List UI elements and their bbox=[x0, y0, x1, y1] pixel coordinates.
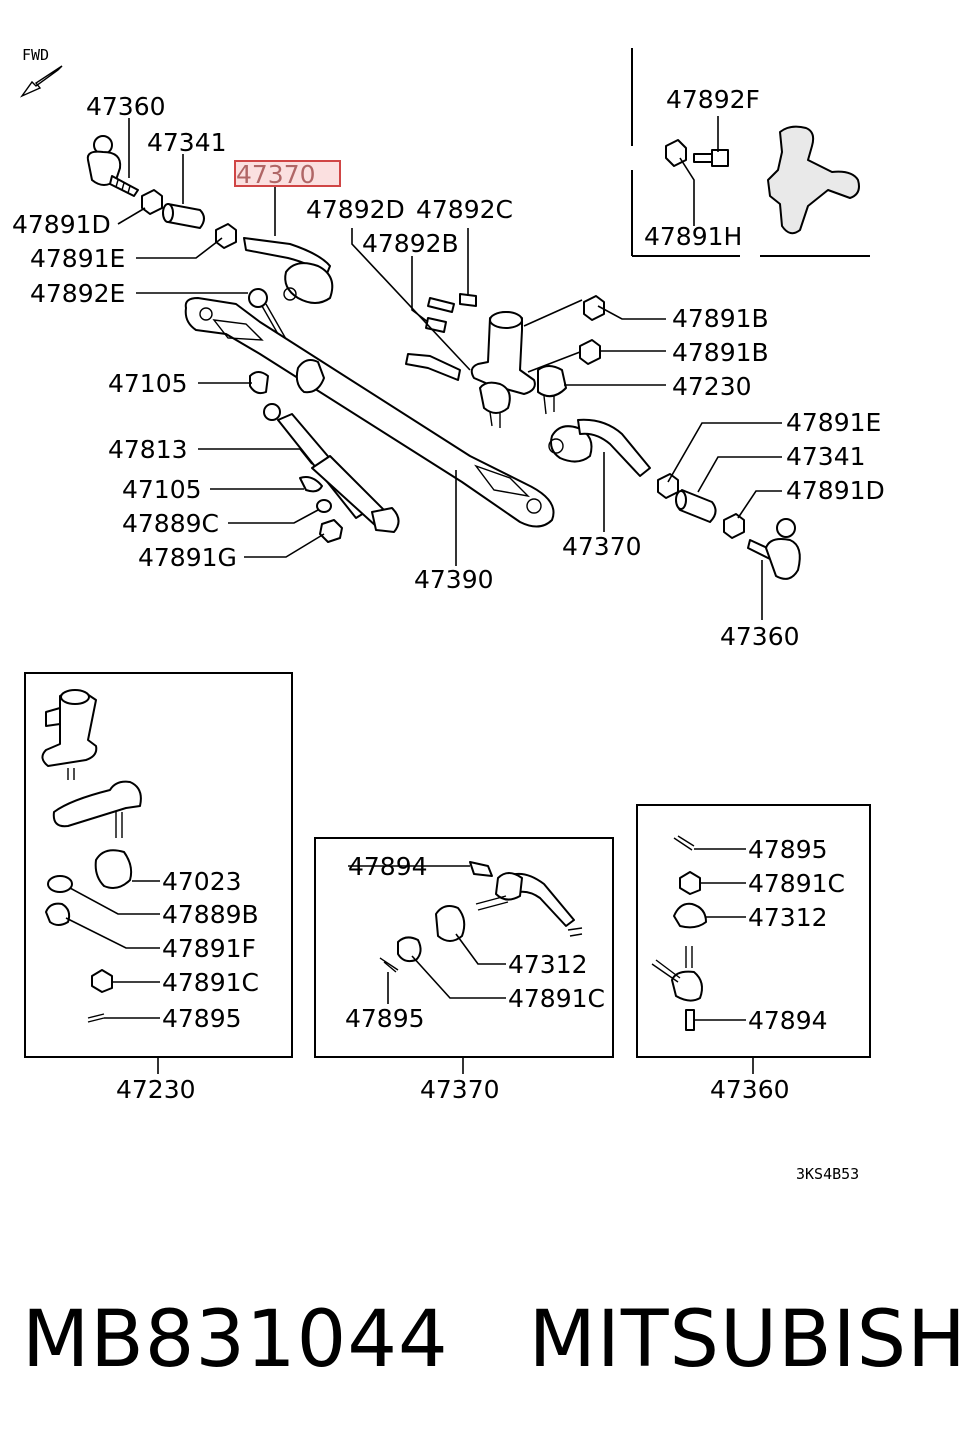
callout-47891D-right[interactable]: 47891D bbox=[786, 476, 885, 505]
callout-47892B[interactable]: 47892B bbox=[362, 229, 459, 258]
inset-47360-item-0[interactable]: 47895 bbox=[748, 835, 828, 864]
callout-47889C[interactable]: 47889C bbox=[122, 509, 219, 538]
nut-47891E-left-drawing bbox=[215, 223, 237, 249]
callout-47341-right[interactable]: 47341 bbox=[786, 442, 866, 471]
inset-47370-item-2[interactable]: 47891C bbox=[508, 984, 605, 1013]
fwd-label: FWD bbox=[22, 46, 49, 64]
callout-47370-highlighted[interactable]: 47370 bbox=[236, 160, 316, 189]
leader-lines bbox=[117, 116, 782, 620]
inset-47360-title[interactable]: 47360 bbox=[710, 1075, 790, 1104]
callout-47230[interactable]: 47230 bbox=[672, 372, 752, 401]
inset-47370-item-3[interactable]: 47895 bbox=[345, 1004, 425, 1033]
fwd-arrow-icon bbox=[19, 65, 63, 98]
nut-47891D-left-drawing bbox=[141, 189, 163, 215]
callout-47892F[interactable]: 47892F bbox=[666, 85, 760, 114]
inset-47230-item-4[interactable]: 47895 bbox=[162, 1004, 242, 1033]
inset-47360-item-1[interactable]: 47891C bbox=[748, 869, 845, 898]
inset-47360-item-2[interactable]: 47312 bbox=[748, 903, 828, 932]
callout-47892E[interactable]: 47892E bbox=[30, 279, 125, 308]
inset-47360-item-3[interactable]: 47894 bbox=[748, 1006, 828, 1035]
inset-47230-item-0[interactable]: 47023 bbox=[162, 867, 242, 896]
steering-linkage-diagram: FWD bbox=[12, 46, 885, 1183]
callout-47891B-lower[interactable]: 47891B bbox=[672, 338, 769, 367]
callout-47892D[interactable]: 47892D bbox=[306, 195, 405, 224]
top-right-inset bbox=[631, 48, 870, 257]
inset-47370 bbox=[314, 837, 614, 1074]
sleeve-47341-left-drawing bbox=[162, 203, 205, 229]
center-link-47390-drawing bbox=[184, 297, 555, 528]
inset-47370-item-0[interactable]: 47894 bbox=[348, 852, 428, 881]
callout-47891E-right[interactable]: 47891E bbox=[786, 408, 881, 437]
callout-47341-top-left[interactable]: 47341 bbox=[147, 128, 227, 157]
callout-47891G[interactable]: 47891G bbox=[138, 543, 237, 572]
callout-47360-top-left[interactable]: 47360 bbox=[86, 92, 166, 121]
inset-47230-item-3[interactable]: 47891C bbox=[162, 968, 259, 997]
nut-47891D-right-drawing bbox=[723, 513, 745, 539]
idler-arm-47230-drawing bbox=[405, 293, 605, 428]
tie-rod-47370-left-drawing bbox=[243, 237, 334, 304]
manufacturer-name: MITSUBISHI bbox=[528, 1295, 960, 1385]
callout-47891H[interactable]: 47891H bbox=[644, 222, 742, 251]
tie-rod-47370-right-drawing bbox=[548, 418, 651, 477]
inset-47230-item-1[interactable]: 47889B bbox=[162, 900, 259, 929]
nut-47891E-right-drawing bbox=[657, 473, 679, 499]
callout-47813[interactable]: 47813 bbox=[108, 435, 188, 464]
sleeve-47341-right-drawing bbox=[675, 489, 717, 523]
inset-47230-title[interactable]: 47230 bbox=[116, 1075, 196, 1104]
highlight-box bbox=[234, 160, 341, 187]
callout-47360-right[interactable]: 47360 bbox=[720, 622, 800, 651]
inset-47370-item-1[interactable]: 47312 bbox=[508, 950, 588, 979]
callout-47891D-left[interactable]: 47891D bbox=[12, 210, 111, 239]
steering-damper-47813-drawing bbox=[249, 371, 400, 543]
diagram-code: 3KS4B53 bbox=[796, 1165, 859, 1183]
callout-47891B-upper[interactable]: 47891B bbox=[672, 304, 769, 333]
callout-47105-lower[interactable]: 47105 bbox=[122, 475, 202, 504]
footer-caption: MB831044 MITSUBISHI bbox=[22, 1290, 960, 1390]
callout-47390[interactable]: 47390 bbox=[414, 565, 494, 594]
callout-47891E-left[interactable]: 47891E bbox=[30, 244, 125, 273]
inset-47360 bbox=[636, 804, 871, 1074]
tie-rod-end-right-drawing bbox=[747, 518, 801, 580]
tie-rod-end-left-drawing bbox=[86, 135, 139, 197]
callout-47892C[interactable]: 47892C bbox=[416, 195, 513, 224]
inset-47370-title[interactable]: 47370 bbox=[420, 1075, 500, 1104]
inset-47230-item-2[interactable]: 47891F bbox=[162, 934, 256, 963]
inset-47230 bbox=[24, 672, 293, 1074]
callout-47105-upper[interactable]: 47105 bbox=[108, 369, 188, 398]
part-number: MB831044 bbox=[22, 1295, 449, 1385]
callout-47370-center[interactable]: 47370 bbox=[562, 532, 642, 561]
